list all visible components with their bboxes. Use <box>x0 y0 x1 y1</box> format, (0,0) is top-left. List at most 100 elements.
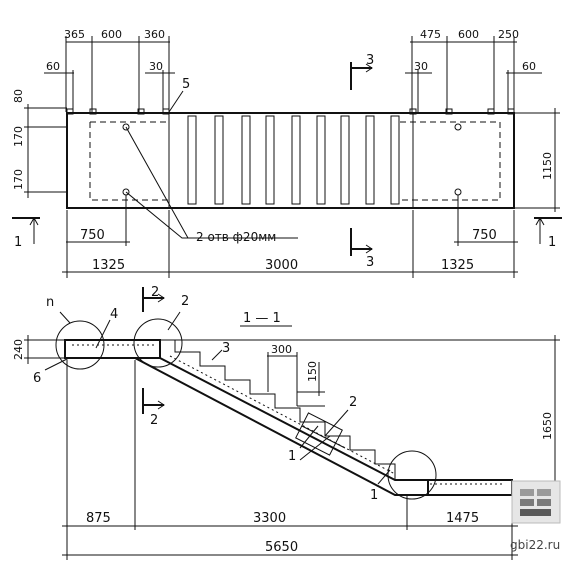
right-total-height-dim: 1650 <box>160 335 560 500</box>
dim-875: 875 <box>86 511 111 526</box>
hole <box>454 123 462 131</box>
label-1-bottom: 1 <box>370 488 378 503</box>
rebar-line <box>301 425 346 449</box>
label-4: 4 <box>110 307 118 322</box>
section-view: 1 — 1 n 4 6 2 3 2 1 <box>12 285 560 560</box>
plate <box>89 108 97 115</box>
dim-475: 475 <box>420 28 441 41</box>
leader-2-top <box>167 311 181 331</box>
hidden-rebar <box>169 355 396 475</box>
section-mark-1: 1 1 <box>12 216 562 250</box>
leader-n <box>59 311 71 324</box>
section-1-right: 1 <box>548 235 556 250</box>
item-5-leader <box>168 90 184 113</box>
step <box>365 115 375 205</box>
dim-250: 250 <box>498 28 519 41</box>
label-3: 3 <box>222 341 230 356</box>
dim-60-right: 60 <box>522 60 536 73</box>
holes-leader <box>125 126 298 239</box>
bottom-offset-dims: 750 750 <box>66 195 518 246</box>
right-height-dim: 1150 <box>514 108 560 212</box>
item-5-label: 5 <box>182 77 190 92</box>
label-n: n <box>46 295 54 310</box>
plan-steps <box>187 115 400 205</box>
top-dims-right: 475 600 250 30 60 <box>405 28 542 112</box>
step <box>340 115 350 205</box>
top-landing <box>64 339 161 359</box>
dim-365: 365 <box>64 28 85 41</box>
embedded-plates <box>66 108 515 115</box>
section-mark-3: 3 3 <box>350 53 374 270</box>
dim-1475: 1475 <box>446 511 479 526</box>
callout-circle-1 <box>387 450 437 500</box>
dim-80: 80 <box>12 89 25 103</box>
dim-750-right: 750 <box>472 228 497 243</box>
lifting-holes <box>122 123 462 196</box>
step <box>390 115 400 205</box>
flight-steps <box>160 339 396 480</box>
plan-outline <box>66 112 515 209</box>
plate <box>137 108 145 115</box>
step <box>291 115 301 205</box>
dim-1325-right: 1325 <box>441 258 474 273</box>
dim-1650: 1650 <box>541 412 554 440</box>
top-dims-left: 365 600 360 60 30 <box>44 28 175 112</box>
step <box>316 115 326 205</box>
leader-1-bottom <box>377 469 391 485</box>
step <box>187 115 197 205</box>
hole <box>122 123 130 131</box>
plate <box>409 108 417 115</box>
plate <box>445 108 453 115</box>
plan-view: 2 отв ф20мм 5 365 600 360 60 30 <box>12 28 562 278</box>
callout-circle-2 <box>133 318 183 368</box>
section-2-bottom: 2 <box>150 413 158 428</box>
plan-hidden-contour <box>89 121 501 201</box>
left-height-dim: 240 <box>12 335 65 364</box>
watermark: gbi22.ru <box>510 538 560 552</box>
dim-170-top: 170 <box>12 126 25 147</box>
flight-stringer <box>134 357 429 496</box>
dim-240: 240 <box>12 339 25 360</box>
dim-300: 300 <box>271 343 292 356</box>
section-mark-2: 2 2 <box>142 285 165 428</box>
step <box>265 115 275 205</box>
leader-1-mid <box>299 425 331 461</box>
dim-30-left: 30 <box>149 60 163 73</box>
section-1-left: 1 <box>14 235 22 250</box>
label-1-mid: 1 <box>288 449 296 464</box>
section-title: 1 — 1 <box>243 311 281 326</box>
hole <box>454 188 462 196</box>
dim-170-bottom: 170 <box>12 169 25 190</box>
dim-30-right: 30 <box>414 60 428 73</box>
dim-150: 150 <box>306 361 319 382</box>
section-2-top: 2 <box>151 285 159 300</box>
step <box>241 115 251 205</box>
dim-750-left: 750 <box>80 228 105 243</box>
leader-4 <box>95 319 111 349</box>
stacked-blocks-icon <box>511 480 561 524</box>
step <box>214 115 224 205</box>
dim-5650: 5650 <box>265 540 298 555</box>
label-2-mid: 2 <box>349 395 357 410</box>
section-3-top: 3 <box>366 53 374 68</box>
step-dims: 300 150 <box>267 343 325 407</box>
section-bottom-dims: 875 3300 1475 5650 <box>62 511 518 556</box>
section-3-bottom: 3 <box>366 255 374 270</box>
dim-1150: 1150 <box>541 152 554 180</box>
dim-1325-left: 1325 <box>92 258 125 273</box>
dim-360: 360 <box>144 28 165 41</box>
leader-2-mid <box>324 409 349 437</box>
dim-600-right: 600 <box>458 28 479 41</box>
callout-circle-n <box>55 320 105 370</box>
label-6: 6 <box>33 371 41 386</box>
dim-3000: 3000 <box>265 258 298 273</box>
label-2-top: 2 <box>181 294 189 309</box>
dim-600-left: 600 <box>101 28 122 41</box>
dim-3300: 3300 <box>253 511 286 526</box>
dim-60-left: 60 <box>46 60 60 73</box>
leader-6 <box>44 357 70 371</box>
left-vertical-dims: 80 170 170 <box>12 89 67 198</box>
bottom-overall-dims: 1325 3000 1325 <box>62 210 518 278</box>
leader-3 <box>211 349 223 361</box>
